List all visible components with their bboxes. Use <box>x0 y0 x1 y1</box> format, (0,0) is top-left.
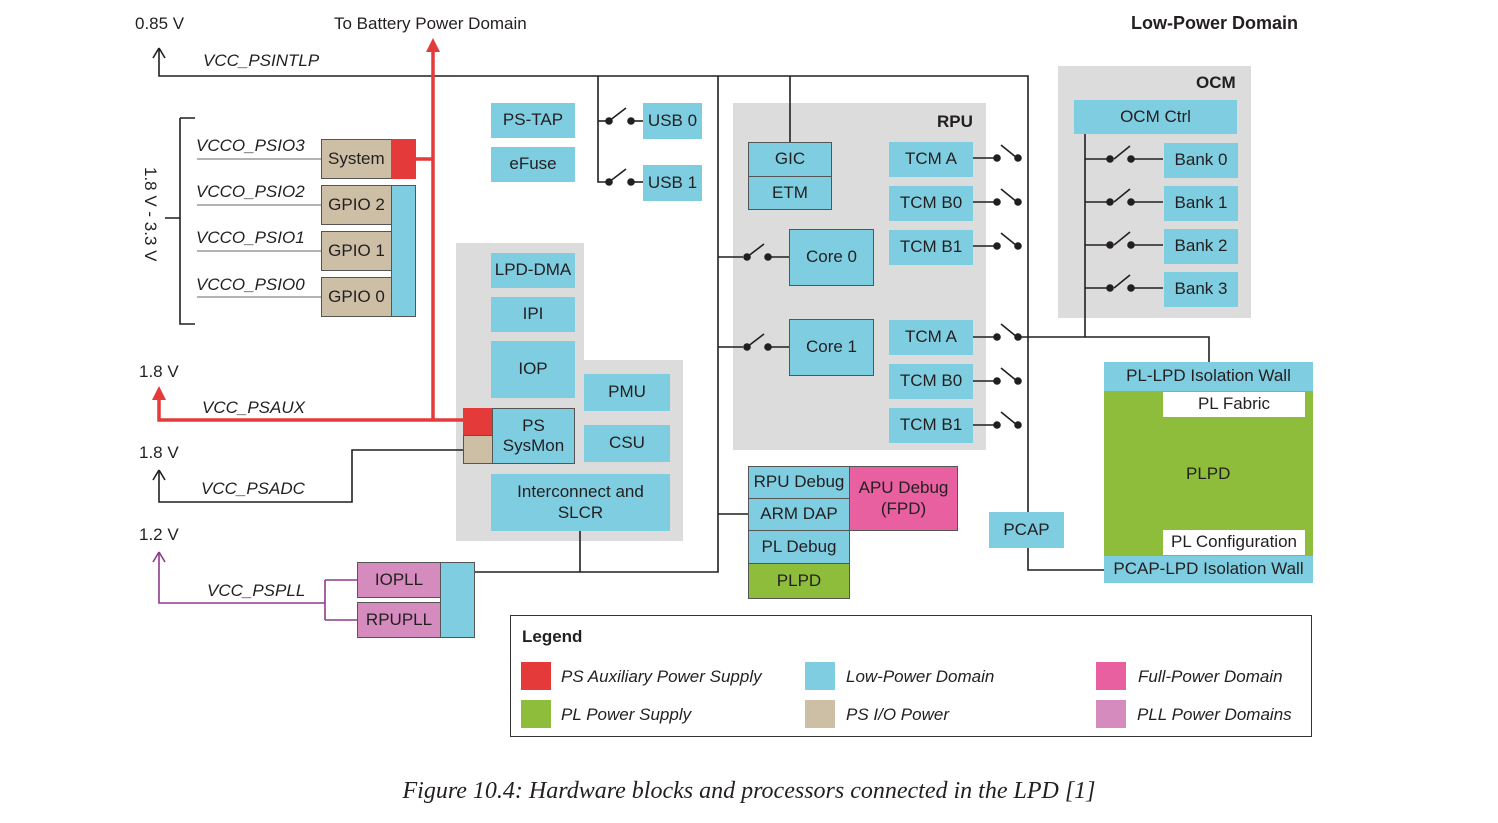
io-gpio2: GPIO 2 <box>321 185 392 225</box>
slcr-label: SLCR <box>557 502 604 522</box>
ps-label: PS <box>522 415 545 435</box>
etm: ETM <box>748 176 832 210</box>
io-system: System <box>321 139 392 179</box>
io-gpio1: GPIO 1 <box>321 231 392 271</box>
legend-label-psio: PS I/O Power <box>846 705 949 724</box>
rail-psio1: VCCO_PSIO1 <box>196 228 305 247</box>
legend-swatch-psio <box>805 700 835 728</box>
legend-swatch-pll <box>1096 700 1126 728</box>
figure-caption: Figure 10.4: Hardware blocks and process… <box>402 778 1096 804</box>
tcm-b0-1: TCM B0 <box>889 364 973 399</box>
voltage-range: 1.8 V - 3.3 V <box>141 167 160 262</box>
rpupll: RPUPLL <box>357 602 441 638</box>
tcm-a-0: TCM A <box>889 142 973 177</box>
tcm-a-1: TCM A <box>889 320 973 355</box>
debug-plpd: PLPD <box>748 563 850 599</box>
rail-psio2: VCCO_PSIO2 <box>196 182 305 201</box>
voltage-18-adc: 1.8 V <box>139 443 179 462</box>
rail-pspll: VCC_PSPLL <box>207 581 306 600</box>
tcm-b0-0: TCM B0 <box>889 186 973 221</box>
rail-psintlp: VCC_PSINTLP <box>203 51 320 70</box>
pl-lpd-isolation-wall: PL-LPD Isolation Wall <box>1104 362 1313 391</box>
rail-psaux: VCC_PSAUX <box>202 398 305 417</box>
interconnect-label: Interconnect and <box>517 482 644 502</box>
legend-label-pl: PL Power Supply <box>561 705 692 724</box>
ocm-title: OCM <box>1196 73 1236 92</box>
voltage-12: 1.2 V <box>139 525 179 544</box>
legend: Legend PS Auxiliary Power Supply Low-Pow… <box>510 615 1312 737</box>
ocm-ctrl: OCM Ctrl <box>1074 100 1237 134</box>
legend-label-pll: PLL Power Domains <box>1137 705 1292 724</box>
apu-debug: APU Debug (FPD) <box>849 466 958 531</box>
rpu-debug: RPU Debug <box>748 466 850 499</box>
tcm-b1-0: TCM B1 <box>889 230 973 265</box>
io-gpio0: GPIO 0 <box>321 277 392 317</box>
apu-debug-label: APU Debug <box>858 478 949 498</box>
core0: Core 0 <box>789 229 874 286</box>
pcap-lpd-isolation-wall: PCAP-LPD Isolation Wall <box>1104 556 1313 583</box>
legend-title: Legend <box>522 627 583 646</box>
gpio-bank-lpd <box>391 185 416 317</box>
usb1: USB 1 <box>643 165 702 201</box>
sysmon-aux-marker <box>463 408 493 436</box>
pmu: PMU <box>584 374 670 411</box>
legend-swatch-lpd <box>805 662 835 690</box>
rpu-title: RPU <box>937 112 973 131</box>
efuse: eFuse <box>491 147 575 182</box>
switch-usb0 <box>605 107 643 125</box>
rail-psio3: VCCO_PSIO3 <box>196 136 305 155</box>
legend-swatch-aux <box>521 662 551 690</box>
core1: Core 1 <box>789 319 874 376</box>
pl-fabric: PL Fabric <box>1163 392 1305 417</box>
pll-lpd <box>440 562 475 638</box>
voltage-085: 0.85 V <box>135 14 185 33</box>
switch-usb1 <box>605 168 643 186</box>
sysmon-adc-marker <box>463 435 493 464</box>
voltage-18-aux: 1.8 V <box>139 362 179 381</box>
ocm-bank1: Bank 1 <box>1164 186 1238 221</box>
rail-psio0: VCCO_PSIO0 <box>196 275 305 294</box>
usb0: USB 0 <box>643 103 702 139</box>
legend-label-aux: PS Auxiliary Power Supply <box>561 667 762 686</box>
ocm-bank3: Bank 3 <box>1164 272 1238 307</box>
ps-tap: PS-TAP <box>491 103 575 138</box>
domain-title: Low-Power Domain <box>1131 13 1299 33</box>
csu: CSU <box>584 425 670 462</box>
battery-label: To Battery Power Domain <box>334 14 527 33</box>
tcm-b1-1: TCM B1 <box>889 408 973 443</box>
rail-psadc: VCC_PSADC <box>201 479 305 498</box>
apu-debug-fpd-label: (FPD) <box>880 498 927 518</box>
sysmon-label: SysMon <box>502 436 565 455</box>
lpd-dma: LPD-DMA <box>491 253 575 288</box>
legend-swatch-pl <box>521 700 551 728</box>
ocm-bank2: Bank 2 <box>1164 229 1238 264</box>
ipi: IPI <box>491 297 575 332</box>
ps-sysmon: PS SysMon <box>492 408 575 464</box>
arm-dap: ARM DAP <box>748 498 850 531</box>
pl-debug: PL Debug <box>748 530 850 564</box>
legend-label-lpd: Low-Power Domain <box>846 667 995 686</box>
pl-configuration: PL Configuration <box>1163 530 1305 555</box>
gic: GIC <box>748 142 832 177</box>
interconnect-slcr: Interconnect and SLCR <box>491 474 670 531</box>
legend-label-fpd: Full-Power Domain <box>1138 667 1283 686</box>
pl-region <box>1104 391 1313 556</box>
iop: IOP <box>491 341 575 398</box>
pcap: PCAP <box>989 512 1064 548</box>
pl-plpd: PLPD <box>1186 464 1231 483</box>
aux-marker-system <box>391 139 416 179</box>
legend-swatch-fpd <box>1096 662 1126 690</box>
ocm-bank0: Bank 0 <box>1164 143 1238 178</box>
iopll: IOPLL <box>357 562 441 598</box>
